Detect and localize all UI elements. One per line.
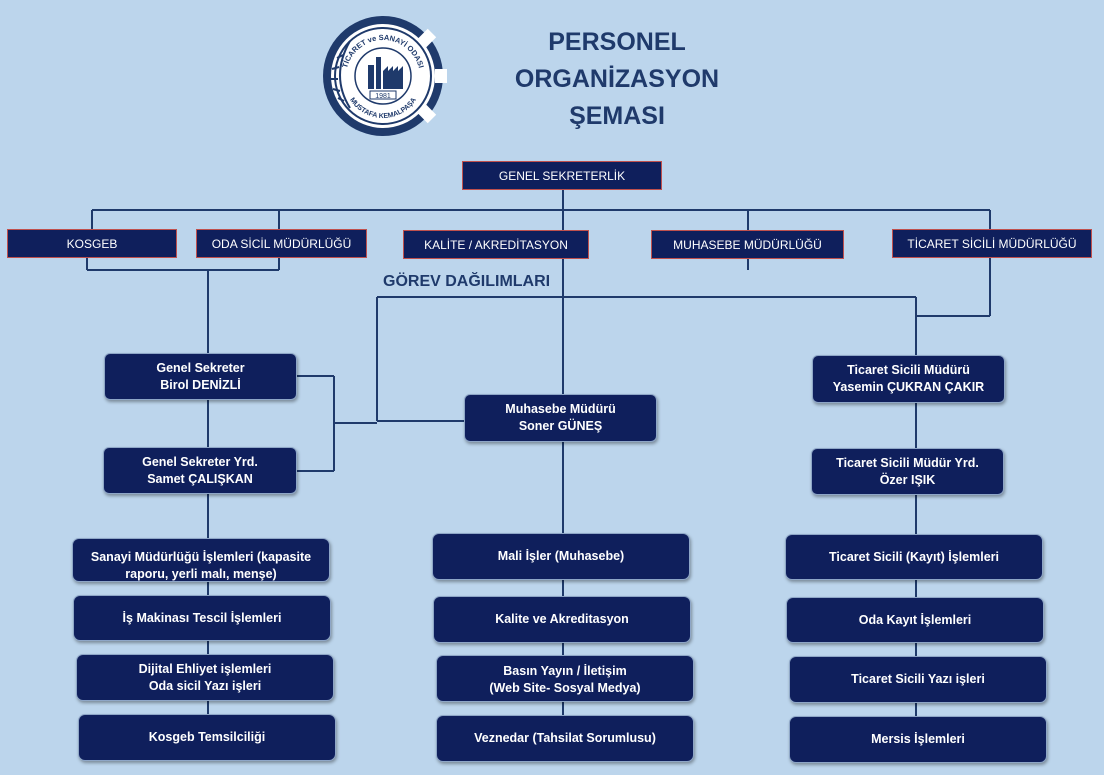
task-middle-4-line1: Veznedar (Tahsilat Sorumlusu) xyxy=(474,731,656,745)
task-left-3: Dijital Ehliyet işlemleri Oda sicil Yazı… xyxy=(76,654,334,701)
title-line-1: PERSONEL xyxy=(548,28,686,56)
task-right-2: Oda Kayıt İşlemleri xyxy=(786,597,1044,643)
task-left-2-line1: İş Makinası Tescil İşlemleri xyxy=(122,610,282,625)
ticaret-sicili-muduru-box: Ticaret Sicili Müdürü Yasemin ÇUKRAN ÇAK… xyxy=(812,355,1005,403)
task-middle-1: Mali İşler (Muhasebe) xyxy=(432,533,690,580)
task-middle-1-line1: Mali İşler (Muhasebe) xyxy=(497,549,625,563)
task-left-3-line2: Oda sicil Yazı işleri xyxy=(148,678,262,693)
task-right-2-line1: Oda Kayıt İşlemleri xyxy=(858,612,972,627)
task-left-4: Kosgeb Temsilciliği xyxy=(78,714,336,761)
ticaret-sicili-mudurlugu-box: TİCARET SİCİLİ MÜDÜRLÜĞÜ xyxy=(892,229,1092,258)
task-left-1-line2: raporu, yerli malı, menşe) xyxy=(125,567,277,581)
muhasebe-mudurlugu-box: MUHASEBE MÜDÜRLÜĞÜ xyxy=(651,230,844,259)
genel-sekreter-title: Genel Sekreter xyxy=(156,360,245,375)
muhasebe-muduru-name: Soner GÜNEŞ xyxy=(518,419,603,433)
genel-sekreter-yrd-name: Samet ÇALIŞKAN xyxy=(147,471,253,486)
task-right-3: Ticaret Sicili Yazı işleri xyxy=(789,656,1047,703)
ticaret-sicili-muduru-title: Ticaret Sicili Müdürü xyxy=(847,363,970,377)
task-left-1-line1: Sanayi Müdürlüğü İşlemleri (kapasite xyxy=(90,550,312,564)
task-middle-4: Veznedar (Tahsilat Sorumlusu) xyxy=(436,715,694,762)
chamber-logo: 1981 TİCARET ve SANAYİ ODASI MUSTAFA KEM… xyxy=(323,16,447,136)
task-right-1-line1: Ticaret Sicili (Kayıt) İşlemleri xyxy=(829,549,999,564)
muhasebe-muduru-box: Muhasebe Müdürü Soner GÜNEŞ xyxy=(464,394,657,442)
task-middle-3-line2: (Web Site- Sosyal Medya) xyxy=(489,681,641,695)
muhasebe-muduru-title: Muhasebe Müdürü xyxy=(505,402,616,416)
task-right-4-line1: Mersis İşlemleri xyxy=(871,732,965,746)
ticaret-sicili-yrd-name: Özer IŞIK xyxy=(879,472,936,487)
title-line-3: ŞEMASI xyxy=(569,102,665,130)
gorev-dagilimlari-label: GÖREV DAĞILIMLARI xyxy=(383,273,551,290)
task-left-1: Sanayi Müdürlüğü İşlemleri (kapasite rap… xyxy=(72,538,330,582)
ticaret-sicili-yrd-title: Ticaret Sicili Müdür Yrd. xyxy=(836,455,979,470)
task-right-1: Ticaret Sicili (Kayıt) İşlemleri xyxy=(785,534,1043,580)
task-middle-2-line1: Kalite ve Akreditasyon xyxy=(495,612,629,626)
oda-sicil-mudurlugu-box: ODA SİCİL MÜDÜRLÜĞÜ xyxy=(196,229,367,258)
genel-sekreterlik-box: GENEL SEKRETERLİK xyxy=(462,161,662,190)
ticaret-sicili-muduru-name: Yasemin ÇUKRAN ÇAKIR xyxy=(832,380,985,394)
task-middle-3: Basın Yayın / İletişim (Web Site- Sosyal… xyxy=(436,655,694,702)
task-left-4-line1: Kosgeb Temsilciliği xyxy=(148,730,266,744)
task-left-3-line1: Dijital Ehliyet işlemleri xyxy=(138,661,272,676)
ticaret-sicili-yrd-box: Ticaret Sicili Müdür Yrd. Özer IŞIK xyxy=(811,448,1004,495)
title-line-2: ORGANİZASYON xyxy=(514,65,720,93)
task-right-3-line1: Ticaret Sicili Yazı işleri xyxy=(851,672,985,686)
kosgeb-box: KOSGEB xyxy=(7,229,177,258)
page-title: PERSONEL ORGANİZASYON ŞEMASI xyxy=(478,24,756,135)
genel-sekreter-yrd-box: Genel Sekreter Yrd. Samet ÇALIŞKAN xyxy=(103,447,297,494)
kalite-akreditasyon-box: KALİTE / AKREDİTASYON xyxy=(403,230,589,259)
genel-sekreter-yrd-title: Genel Sekreter Yrd. xyxy=(142,454,258,469)
logo-year: 1981 xyxy=(375,93,391,100)
task-middle-2: Kalite ve Akreditasyon xyxy=(433,596,691,643)
task-middle-3-line1: Basın Yayın / İletişim xyxy=(503,664,627,678)
genel-sekreter-name: Birol DENİZLİ xyxy=(160,377,241,392)
genel-sekreter-box: Genel Sekreter Birol DENİZLİ xyxy=(104,353,297,400)
task-right-4: Mersis İşlemleri xyxy=(789,716,1047,763)
task-left-2: İş Makinası Tescil İşlemleri xyxy=(73,595,331,641)
